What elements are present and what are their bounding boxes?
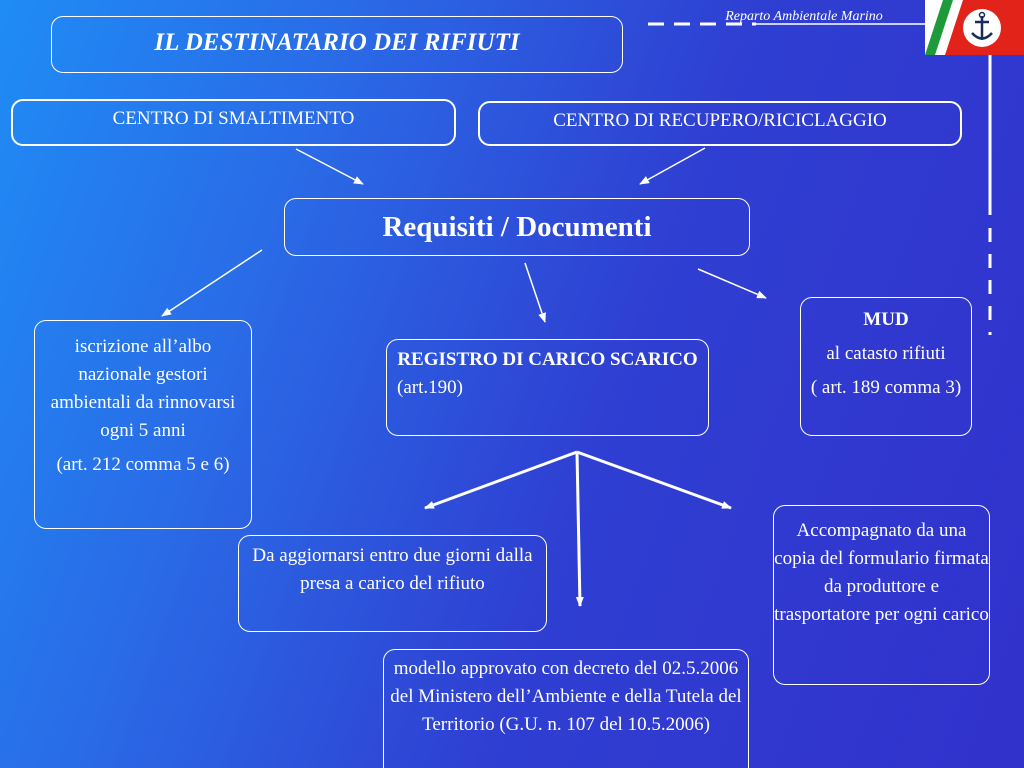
arrow-registro-to-aggiornamento: [424, 450, 578, 510]
arrow-smaltimento-to-requisiti: [295, 148, 364, 185]
anchor-emblem-icon: [925, 0, 1024, 55]
mud-line2: ( art. 189 comma 3): [810, 377, 962, 398]
arrow-recupero-to-requisiti: [639, 147, 706, 185]
arrow-requisiti-to-albo: [161, 249, 263, 317]
smaltimento-label: CENTRO DI SMALTIMENTO: [112, 108, 355, 129]
modello-text: modello approvato con decreto del 02.5.2…: [390, 658, 742, 735]
arrow-registro-to-accompagnato: [576, 450, 732, 510]
recupero-box: CENTRO DI RECUPERO/RICICLAGGIO: [478, 101, 962, 146]
accompagnato-text: Accompagnato da una copia del formulario…: [774, 520, 989, 625]
mud-line1: al catasto rifiuti: [826, 343, 946, 364]
albo-box: iscrizione all’albo nazionale gestori am…: [34, 320, 252, 529]
registro-ref: (art.190): [397, 377, 463, 398]
aggiornamento-box: Da aggiornarsi entro due giorni dalla pr…: [238, 535, 547, 632]
arrow-requisiti-to-registro: [524, 262, 546, 323]
mud-box: MUD al catasto rifiuti ( art. 189 comma …: [800, 297, 972, 436]
organization-label: Reparto Ambientale Marino: [725, 9, 883, 24]
requisiti-box: Requisiti / Documenti: [284, 198, 750, 256]
aggiornamento-text: Da aggiornarsi entro due giorni dalla pr…: [252, 545, 533, 594]
registro-title: REGISTRO DI CARICO SCARICO: [397, 349, 698, 370]
arrow-registro-to-modello: [575, 451, 584, 607]
mud-title: MUD: [863, 309, 909, 330]
arrow-requisiti-to-mud: [697, 268, 767, 299]
smaltimento-box: CENTRO DI SMALTIMENTO: [11, 99, 456, 146]
registro-box: REGISTRO DI CARICO SCARICO (art.190): [386, 339, 709, 436]
albo-ref: (art. 212 comma 5 e 6): [56, 454, 230, 475]
recupero-label: CENTRO DI RECUPERO/RICICLAGGIO: [553, 110, 887, 131]
page-title: IL DESTINATARIO DEI RIFIUTI: [51, 16, 623, 73]
accompagnato-box: Accompagnato da una copia del formulario…: [773, 505, 990, 685]
modello-box: modello approvato con decreto del 02.5.2…: [383, 649, 749, 768]
albo-text: iscrizione all’albo nazionale gestori am…: [50, 336, 236, 441]
